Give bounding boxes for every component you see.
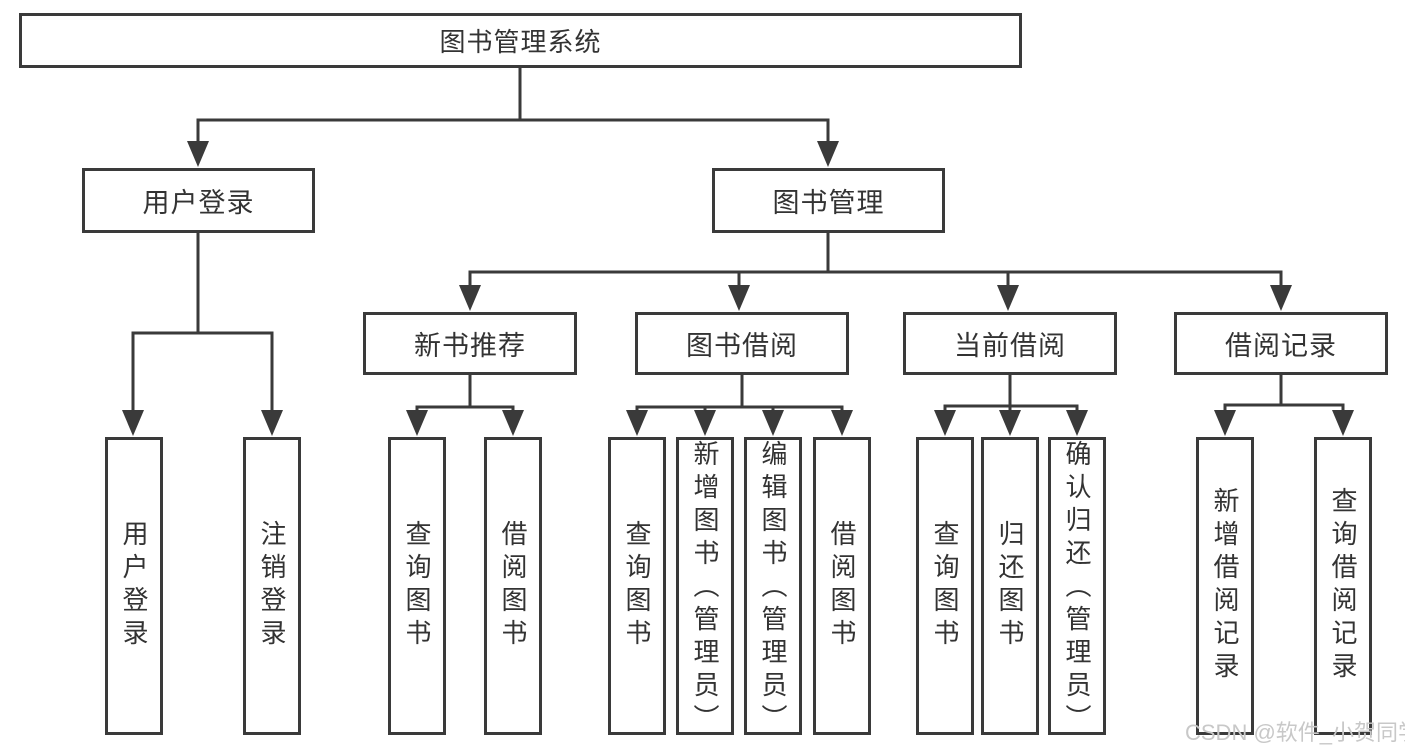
arrow-down-icon bbox=[122, 410, 144, 436]
connector-user-login-children bbox=[122, 232, 283, 436]
arrow-down-icon bbox=[1214, 410, 1236, 436]
arrow-down-icon bbox=[406, 410, 428, 436]
arrow-down-icon bbox=[1066, 410, 1088, 436]
leaf-query-books-current: 查询图书 bbox=[916, 437, 974, 735]
connector-book-management-children bbox=[459, 232, 1292, 311]
leaf-borrow-books-recommend: 借阅图书 bbox=[484, 437, 542, 735]
connector-current-borrow-children bbox=[934, 375, 1088, 436]
arrow-down-icon bbox=[999, 410, 1021, 436]
arrow-down-icon bbox=[817, 141, 839, 167]
arrow-down-icon bbox=[1270, 285, 1292, 311]
arrow-down-icon bbox=[694, 410, 716, 436]
leaf-logout: 注销登录 bbox=[243, 437, 301, 735]
leaf-confirm-return-admin: 确认归还（管理员） bbox=[1048, 437, 1106, 737]
node-user-login: 用户登录 bbox=[82, 168, 315, 233]
arrow-down-icon bbox=[626, 410, 648, 436]
leaf-add-book-admin: 新增图书（管理员） bbox=[676, 437, 734, 737]
leaf-user-login: 用户登录 bbox=[105, 437, 163, 735]
leaf-add-borrow-record: 新增借阅记录 bbox=[1196, 437, 1254, 735]
leaf-query-books-borrow: 查询图书 bbox=[608, 437, 666, 735]
node-root: 图书管理系统 bbox=[19, 13, 1022, 68]
arrow-down-icon bbox=[762, 410, 784, 436]
arrow-down-icon bbox=[459, 285, 481, 311]
node-book-borrow: 图书借阅 bbox=[635, 312, 849, 375]
leaf-borrow-books: 借阅图书 bbox=[813, 437, 871, 735]
leaf-query-books-recommend: 查询图书 bbox=[388, 437, 446, 735]
arrow-down-icon bbox=[728, 285, 750, 311]
leaf-return-book: 归还图书 bbox=[981, 437, 1039, 735]
csdn-watermark: CSDN @软件_小贺同学 bbox=[1185, 720, 1405, 745]
leaf-edit-book-admin: 编辑图书（管理员） bbox=[744, 437, 802, 737]
arrow-down-icon bbox=[997, 285, 1019, 311]
node-current-borrow: 当前借阅 bbox=[903, 312, 1117, 375]
connector-root-to-level2 bbox=[187, 66, 839, 167]
connector-book-borrow-children bbox=[626, 374, 853, 436]
node-borrow-records: 借阅记录 bbox=[1174, 312, 1388, 375]
arrow-down-icon bbox=[831, 410, 853, 436]
arrow-down-icon bbox=[187, 141, 209, 167]
arrow-down-icon bbox=[1332, 410, 1354, 436]
arrow-down-icon bbox=[934, 410, 956, 436]
connector-new-book-children bbox=[406, 374, 524, 436]
arrow-down-icon bbox=[261, 410, 283, 436]
arrow-down-icon bbox=[502, 410, 524, 436]
leaf-query-borrow-record: 查询借阅记录 bbox=[1314, 437, 1372, 735]
node-book-management: 图书管理 bbox=[712, 168, 945, 233]
node-new-book-recommend: 新书推荐 bbox=[363, 312, 577, 375]
connector-borrow-records-children bbox=[1214, 375, 1354, 436]
